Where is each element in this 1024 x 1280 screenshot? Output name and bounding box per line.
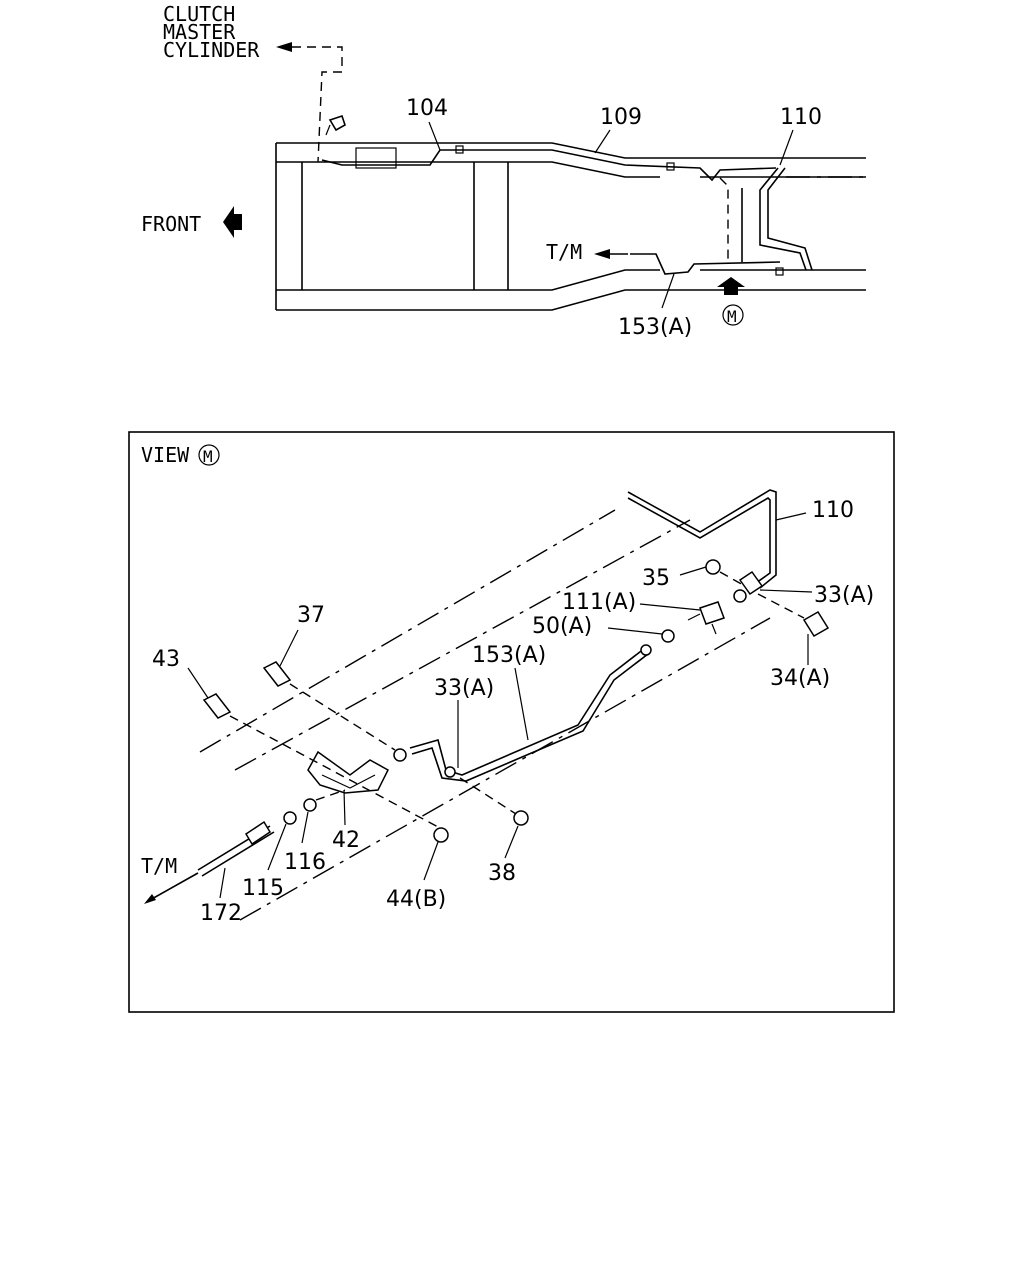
nut-44b-icon: [433, 827, 449, 843]
part-label-153a: 153(A): [618, 315, 692, 340]
nut-50a-icon: [661, 629, 675, 643]
view-part-115: 115: [242, 876, 284, 901]
leader-153a: [661, 273, 675, 309]
leader-104: [428, 121, 441, 151]
tm-label-view: T/M: [141, 854, 177, 878]
view-part-43: 43: [152, 647, 180, 672]
clutch-label-line2: MASTER: [163, 20, 236, 44]
bolt-43-icon: [202, 693, 232, 719]
clutch-label-line1: CLUTCH: [163, 2, 235, 26]
top-overview: CLUTCH MASTER CYLINDER: [141, 2, 866, 340]
clip-109: [666, 162, 675, 171]
nut-33a-left: [393, 748, 407, 762]
nut-38-icon: [513, 810, 529, 826]
frame: [275, 142, 866, 311]
view-part-50a: 50(A): [532, 614, 592, 639]
view-part-44b: 44(B): [386, 887, 446, 912]
pipe-110: [627, 489, 777, 589]
view-part-172: 172: [200, 901, 242, 926]
frame-line-2: [234, 519, 691, 771]
part-label-104: 104: [406, 96, 448, 121]
pipe-153a: [409, 647, 646, 776]
view-m-arrow-icon: [717, 277, 745, 295]
tm-arrow-icon-view: [144, 894, 156, 904]
clip-110: [775, 267, 784, 276]
frame-line-3: [239, 617, 771, 921]
fitting-icon: [328, 114, 346, 132]
view-part-110: 110: [812, 498, 854, 523]
tm-label-top: T/M: [546, 240, 582, 264]
view-part-42: 42: [332, 828, 360, 853]
clutch-pipe-leader: [292, 46, 343, 163]
view-m-marker: M: [203, 447, 213, 466]
view-part-33a-left: 33(A): [434, 676, 494, 701]
view-title: VIEW: [141, 443, 190, 467]
view-part-153a: 153(A): [472, 643, 546, 668]
nut-35-icon: [705, 559, 721, 575]
view-leaders: [187, 512, 813, 899]
m-marker-top: M: [727, 307, 737, 326]
view-part-116: 116: [284, 850, 326, 875]
view-part-37: 37: [297, 603, 325, 628]
part-label-109: 109: [600, 105, 642, 130]
part-label-110: 110: [780, 105, 822, 130]
view-part-34a: 34(A): [770, 666, 830, 691]
clutch-label-line3: CYLINDER: [163, 38, 260, 62]
bolt-34a-icon: [802, 610, 830, 638]
m-circle-icon: [722, 304, 744, 326]
leader-109: [594, 129, 611, 154]
clip-104: [455, 145, 464, 154]
view-m-circle-icon: [198, 444, 220, 466]
frame-line-1: [199, 509, 616, 753]
view-part-35: 35: [642, 566, 670, 591]
nut-115-icon: [283, 811, 297, 825]
tm-arrow-icon: [594, 249, 610, 259]
front-arrow-icon: [223, 206, 242, 238]
component-block: [355, 147, 397, 169]
leader-110: [779, 129, 794, 166]
view-m-panel: VIEW M: [128, 431, 895, 1013]
view-frame: [128, 431, 895, 1013]
view-part-38: 38: [488, 861, 516, 886]
view-part-111a: 111(A): [562, 590, 636, 615]
brake-pipes: [321, 114, 784, 276]
nut-116-icon: [303, 798, 317, 812]
front-label: FRONT: [141, 212, 201, 236]
tee-111a-icon: [699, 601, 725, 625]
bolt-37-icon: [262, 661, 292, 687]
flare-nut-icon: [733, 589, 747, 603]
bracket-42-icon: [307, 750, 389, 794]
clutch-arrow-icon: [276, 42, 292, 52]
view-part-33a-right: 33(A): [814, 583, 874, 608]
connector-33a-right: [738, 570, 764, 596]
view-labels: 110 35 33(A) 111(A) 50(A) 153(A) 37 43 3…: [152, 498, 874, 926]
